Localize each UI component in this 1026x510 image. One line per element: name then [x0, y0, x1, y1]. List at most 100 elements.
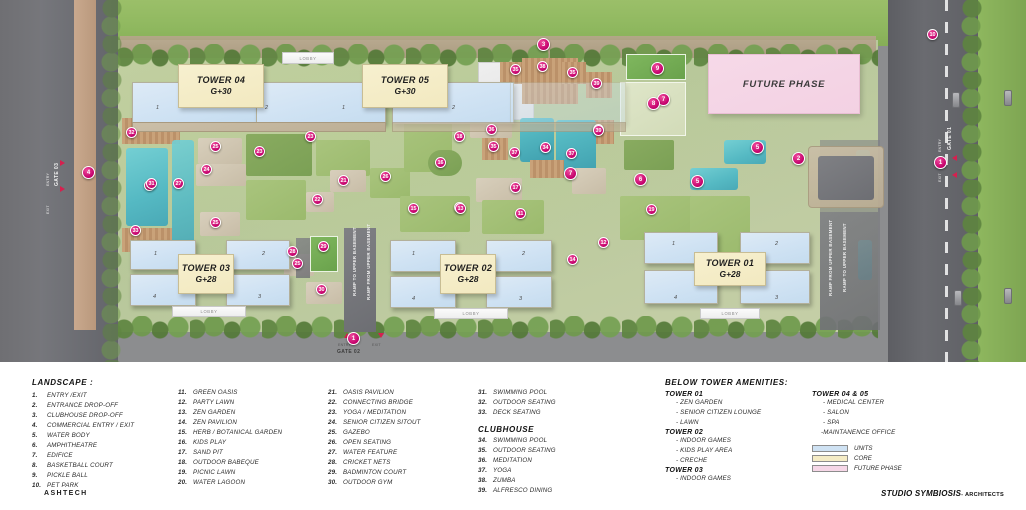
below-tower-item: - INDOOR GAMES — [676, 475, 732, 483]
amenity-marker-24[interactable]: 24 — [201, 164, 212, 175]
amenity-marker-1[interactable]: 1 — [347, 332, 360, 345]
legend-item-number: 31. — [478, 389, 488, 396]
amenity-marker-35[interactable]: 35 — [510, 64, 521, 75]
amenity-marker-13[interactable]: 13 — [455, 203, 466, 214]
amenity-marker-35[interactable]: 35 — [567, 67, 578, 78]
amenity-marker-8[interactable]: 8 — [647, 97, 660, 110]
legend-item: 7.EDIFICE — [32, 451, 182, 461]
amenity-marker-7[interactable]: 7 — [564, 167, 577, 180]
amenity-marker-18[interactable]: 18 — [454, 131, 465, 142]
legend-item-label: OASIS PAVILION — [343, 389, 394, 396]
legend-item-label: GAZEBO — [343, 429, 370, 437]
legend-item-number: 36. — [478, 457, 488, 465]
amenity-marker-4[interactable]: 4 — [82, 166, 95, 179]
amenity-marker-37[interactable]: 37 — [566, 148, 577, 159]
amenity-marker-36[interactable]: 36 — [486, 124, 497, 135]
amenity-marker-37[interactable]: 37 — [509, 147, 520, 158]
amenity-marker-12[interactable]: 12 — [598, 237, 609, 248]
tower-03-wing-2[interactable] — [226, 240, 290, 270]
amenity-marker-25[interactable]: 25 — [210, 217, 221, 228]
gate-01-exit-arrow-icon — [952, 172, 957, 178]
amenity-marker-17[interactable]: 17 — [510, 182, 521, 193]
car-icon — [1004, 90, 1012, 106]
below-tower-item: - ZEN GARDEN — [676, 399, 723, 406]
legend-item-label: SAND PIT — [193, 449, 223, 457]
tower-01-core[interactable]: TOWER 01 G+28 — [694, 252, 766, 286]
below-tower-item: -MAINTANENCE OFFICE — [821, 429, 896, 437]
amenity-marker-27[interactable]: 27 — [173, 178, 184, 189]
amenity-marker-25[interactable]: 25 — [210, 141, 221, 152]
amenity-marker-5[interactable]: 5 — [691, 175, 704, 188]
amenity-marker-35[interactable]: 35 — [488, 141, 499, 152]
legend-item: 37.YOGA — [478, 466, 638, 476]
legend-item-label: ZEN PAVILION — [193, 419, 237, 427]
tower-05-wing-2[interactable] — [510, 82, 626, 124]
legend-item-label: EDIFICE — [47, 452, 73, 460]
legend-item-number: 29. — [328, 469, 338, 477]
amenity-marker-30[interactable]: 30 — [316, 284, 327, 295]
legend-item-label: OUTDOOR SEATING — [493, 399, 556, 407]
amenity-marker-21[interactable]: 21 — [338, 175, 349, 186]
below-tower-group-head: TOWER 02 — [665, 429, 704, 437]
swatch-core: CORE — [812, 455, 982, 463]
future-phase-block[interactable]: FUTURE PHASE — [708, 54, 860, 114]
tower-04-name: TOWER 04 — [196, 75, 246, 86]
amenity-marker-23[interactable]: 23 — [254, 146, 265, 157]
legend-item: 1.ENTRY /EXIT — [32, 391, 182, 401]
tower-03-core[interactable]: TOWER 03 G+28 — [178, 254, 234, 294]
amenity-marker-39[interactable]: 39 — [593, 125, 604, 136]
below-tower-group-head: TOWER 01 — [665, 391, 704, 398]
amenity-marker-19[interactable]: 19 — [646, 204, 657, 215]
legend-item-number: 6. — [32, 442, 38, 450]
gate-01-entry-label: ENTRY — [938, 138, 942, 152]
tower-01-wing-4-number: 4 — [674, 295, 678, 301]
amenity-marker-38[interactable]: 38 — [537, 61, 548, 72]
legend-item: 17.SAND PIT — [178, 448, 328, 458]
legend-item-number: 18. — [178, 459, 188, 467]
amenity-marker-39[interactable]: 39 — [591, 78, 602, 89]
legend-item-label: OUTDOOR GYM — [343, 479, 393, 487]
amenity-marker-25[interactable]: 25 — [292, 258, 303, 269]
swatch-future-phase-color — [812, 465, 848, 473]
legend-item-number: 11. — [178, 389, 187, 396]
tower-02-wing-4-number: 4 — [412, 296, 416, 302]
amenity-marker-5[interactable]: 5 — [751, 141, 764, 154]
legend-item-label: BADMINTON COURT — [343, 469, 407, 477]
amenity-marker-29[interactable]: 29 — [318, 241, 329, 252]
tower-05-core[interactable]: TOWER 05 G+30 — [362, 64, 448, 108]
car-icon — [1004, 288, 1012, 304]
amenity-marker-1[interactable]: 1 — [934, 156, 947, 169]
amenity-marker-23[interactable]: 23 — [305, 131, 316, 142]
tower-03-name: TOWER 03 — [181, 263, 231, 274]
tower-03-wing-3[interactable] — [226, 274, 290, 306]
amenity-marker-28[interactable]: 28 — [287, 246, 298, 257]
tower-02-wing-1-number: 1 — [412, 251, 416, 257]
tower-02-wing-3[interactable] — [486, 276, 552, 308]
tower-03-floors: G+28 — [195, 274, 217, 285]
amenity-marker-10[interactable]: 10 — [927, 29, 938, 40]
amenity-marker-34[interactable]: 34 — [540, 142, 551, 153]
amenity-marker-15[interactable]: 15 — [408, 203, 419, 214]
amenity-marker-9[interactable]: 9 — [651, 62, 664, 75]
legend-item-number: 15. — [178, 429, 188, 437]
amenity-marker-22[interactable]: 22 — [312, 194, 323, 205]
amenity-marker-11[interactable]: 11 — [515, 208, 526, 219]
amenity-marker-14[interactable]: 14 — [567, 254, 578, 265]
amenity-marker-16[interactable]: 16 — [435, 157, 446, 168]
amenity-marker-2[interactable]: 2 — [792, 152, 805, 165]
legend-item: 26.OPEN SEATING — [328, 438, 478, 448]
tower-02-core[interactable]: TOWER 02 G+28 — [440, 254, 496, 294]
amenity-marker-6[interactable]: 6 — [634, 173, 647, 186]
legend-item: 18.OUTDOOR BABEQUE — [178, 458, 328, 468]
amenity-marker-3[interactable]: 3 — [537, 38, 550, 51]
legend-item-label: BASKETBALL COURT — [47, 462, 113, 470]
below-tower-item: - SENIOR CITIZEN LOUNGE — [676, 409, 762, 417]
footer-client-name: ASHTECH — [44, 490, 88, 497]
swatch-future-phase-label: FUTURE PHASE — [854, 465, 902, 473]
amenity-marker-33[interactable]: 33 — [130, 225, 141, 236]
amenity-marker-31[interactable]: 31 — [146, 178, 157, 189]
amenity-marker-26[interactable]: 26 — [380, 171, 391, 182]
site-plan-map[interactable]: FUTURE PHASE TOWER 04 G+30 1 2 TOWER 05 … — [0, 0, 1026, 362]
amenity-marker-32[interactable]: 32 — [126, 127, 137, 138]
tower-04-core[interactable]: TOWER 04 G+30 — [178, 64, 264, 108]
